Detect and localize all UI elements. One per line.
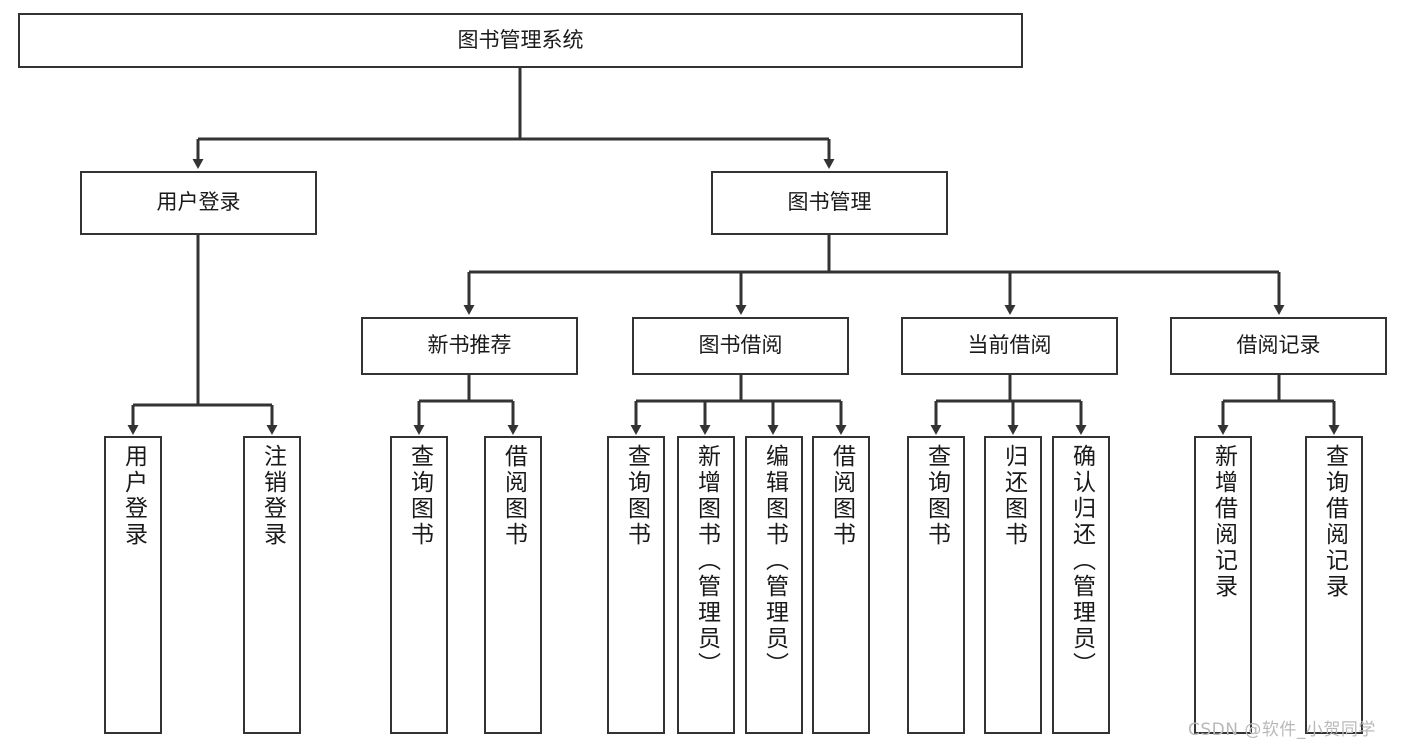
node-leaf-book-borrow-edit[interactable]: 编辑图书（管理员） (745, 436, 803, 734)
node-leaf-label: 查询借阅记录 (1321, 444, 1348, 600)
node-user-login-label: 用户登录 (156, 190, 241, 215)
node-leaf-new-book-borrow[interactable]: 借阅图书 (484, 436, 542, 734)
node-root[interactable]: 图书管理系统 (18, 13, 1023, 68)
node-leaf-current-borrow-confirm[interactable]: 确认归还（管理员） (1052, 436, 1110, 734)
node-leaf-current-borrow-return[interactable]: 归还图书 (984, 436, 1042, 734)
node-leaf-label: 编辑图书（管理员） (761, 444, 788, 678)
node-borrow-record[interactable]: 借阅记录 (1170, 317, 1387, 375)
node-leaf-label: 查询图书 (623, 444, 650, 548)
csdn-watermark: CSDN @软件_小贺同学 (1188, 720, 1376, 740)
node-leaf-label: 借阅图书 (500, 444, 527, 548)
node-leaf-label: 新增图书（管理员） (693, 444, 720, 678)
node-leaf-user-login-login[interactable]: 用户登录 (104, 436, 162, 734)
node-root-label: 图书管理系统 (457, 27, 584, 52)
node-leaf-user-login-logout[interactable]: 注销登录 (243, 436, 301, 734)
node-leaf-borrow-record-query[interactable]: 查询借阅记录 (1305, 436, 1363, 734)
node-user-login[interactable]: 用户登录 (80, 171, 317, 235)
node-book-borrow-label: 图书借阅 (698, 333, 783, 358)
node-leaf-label: 归还图书 (1000, 444, 1027, 548)
node-leaf-label: 查询图书 (923, 444, 950, 548)
node-book-management-label: 图书管理 (787, 190, 872, 215)
node-leaf-current-borrow-query[interactable]: 查询图书 (907, 436, 965, 734)
node-leaf-borrow-record-add[interactable]: 新增借阅记录 (1194, 436, 1252, 734)
node-leaf-new-book-query[interactable]: 查询图书 (390, 436, 448, 734)
node-leaf-book-borrow-query[interactable]: 查询图书 (607, 436, 665, 734)
node-book-management[interactable]: 图书管理 (711, 171, 948, 235)
node-new-book-recommend-label: 新书推荐 (427, 333, 512, 358)
node-leaf-label: 借阅图书 (828, 444, 855, 548)
node-leaf-book-borrow-add[interactable]: 新增图书（管理员） (677, 436, 735, 734)
node-leaf-label: 确认归还（管理员） (1068, 444, 1095, 678)
node-leaf-label: 用户登录 (120, 444, 147, 548)
node-borrow-record-label: 借阅记录 (1236, 333, 1321, 358)
node-leaf-book-borrow-borrow[interactable]: 借阅图书 (812, 436, 870, 734)
node-current-borrow-label: 当前借阅 (967, 333, 1052, 358)
node-leaf-label: 注销登录 (259, 444, 286, 548)
node-current-borrow[interactable]: 当前借阅 (901, 317, 1118, 375)
node-leaf-label: 新增借阅记录 (1210, 444, 1237, 600)
node-book-borrow[interactable]: 图书借阅 (632, 317, 849, 375)
node-leaf-label: 查询图书 (406, 444, 433, 548)
node-new-book-recommend[interactable]: 新书推荐 (361, 317, 578, 375)
